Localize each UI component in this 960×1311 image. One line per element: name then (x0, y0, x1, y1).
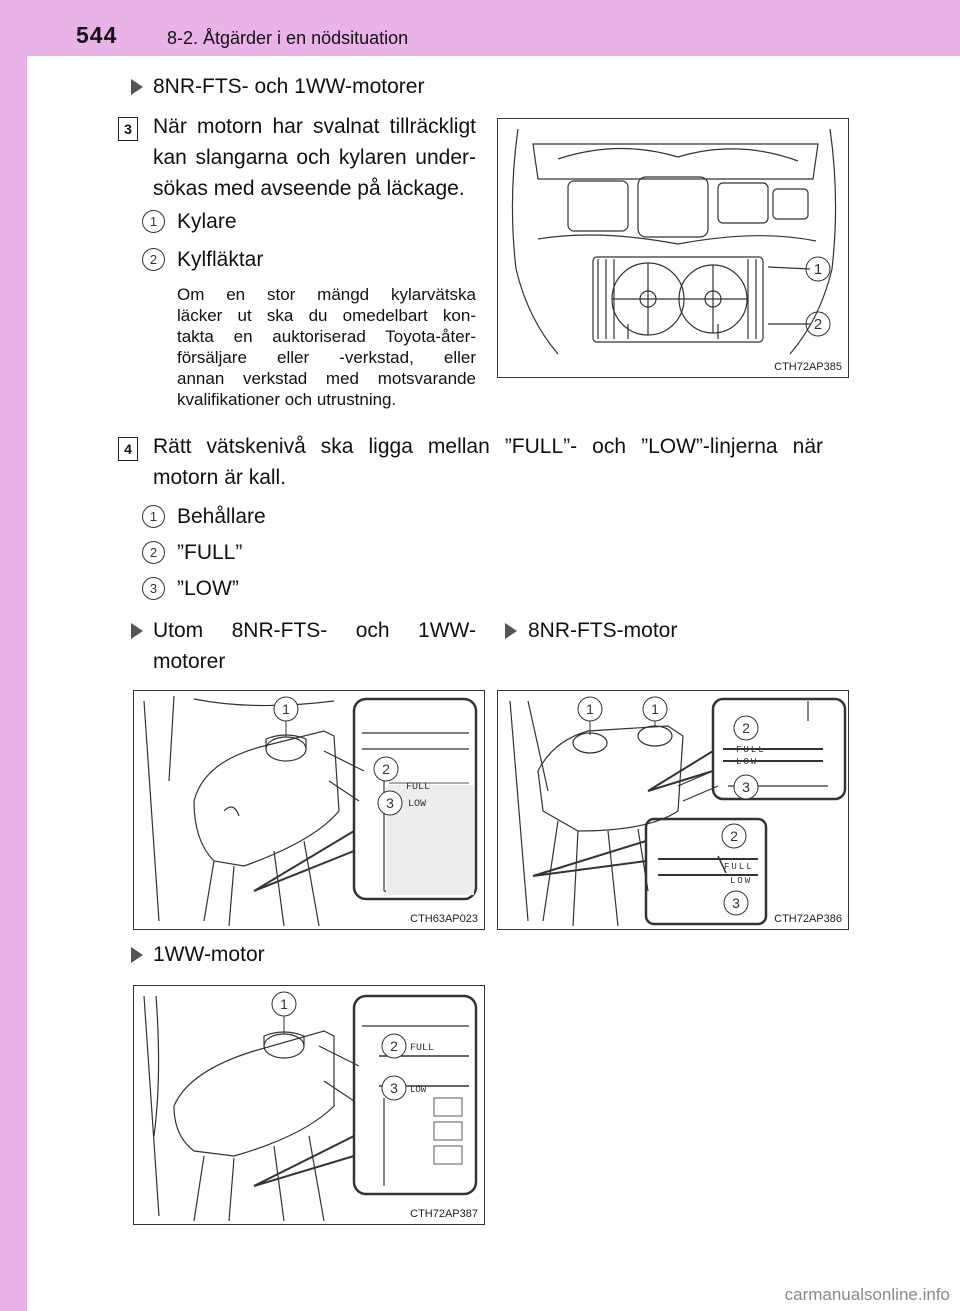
fig-callout: 1 (282, 701, 290, 717)
figure-code: CTH72AP387 (410, 1208, 478, 1220)
callout-number: 3 (142, 577, 165, 600)
watermark: carmanualsonline.info (784, 1285, 950, 1304)
variant-left-bullet-cont: motorer (153, 650, 226, 673)
section-title: 8-2. Åtgärder i en nödsituation (167, 28, 409, 48)
fig-callout: 1 (586, 701, 594, 717)
fig-callout: 2 (382, 761, 390, 777)
callout-number: 2 (142, 541, 165, 564)
reservoir-illustration: 1 2 3 FULL LOW (143, 991, 478, 1222)
variant-left-bullet: Utom 8NR-FTS- och 1WW- (153, 619, 476, 642)
engine-bay-illustration: 1 2 (511, 128, 837, 355)
bullet-arrow-icon (131, 79, 143, 95)
reservoir-illustration: 1 2 3 FULL LOW (143, 695, 478, 927)
full-mark-label: FULL (724, 862, 754, 872)
figure-code: CTH72AP385 (774, 361, 842, 373)
full-mark-label: FULL (736, 745, 766, 755)
low-mark-label: LOW (736, 757, 758, 767)
reservoir-figure-right: 1 1 2 3 2 3 FULL LOW FULL LOW CTH72AP386 (497, 690, 849, 930)
bullet-arrow-icon (131, 623, 143, 639)
full-mark-label: FULL (410, 1043, 434, 1054)
step-3-badge: 3 (118, 117, 138, 141)
intro-bullet-text: 8NR-FTS- och 1WW-motorer (153, 75, 425, 98)
reservoir-figure-left: 1 2 3 FULL LOW CTH63AP023 (133, 690, 485, 930)
fig-callout: 3 (742, 779, 750, 795)
figure-code: CTH63AP023 (410, 913, 478, 925)
item-label: Kylare (177, 210, 237, 233)
full-mark-label: FULL (406, 782, 430, 793)
header-band (27, 0, 960, 56)
low-mark-label: LOW (408, 799, 426, 810)
item-label: Kylfläktar (177, 248, 264, 271)
fig-callout: 3 (386, 795, 394, 811)
reservoir-illustration: 1 1 2 3 2 3 FULL LOW FULL LOW (509, 696, 847, 927)
step-4-badge: 4 (118, 437, 138, 461)
variant-bottom-bullet: 1WW-motor (153, 943, 265, 966)
item-label: Behållare (177, 505, 266, 528)
page-number: 544 (76, 22, 118, 48)
bullet-arrow-icon (505, 623, 517, 639)
figure-code: CTH72AP386 (774, 913, 842, 925)
low-mark-label: LOW (410, 1085, 427, 1095)
fig-callout: 2 (390, 1038, 398, 1054)
fig-callout: 1 (814, 261, 822, 278)
fig-callout: 3 (732, 895, 740, 911)
fig-callout: 1 (651, 701, 659, 717)
variant-right-bullet: 8NR-FTS-motor (528, 619, 678, 642)
engine-bay-figure: 1 2 CTH72AP385 (497, 118, 849, 378)
fig-callout: 2 (814, 316, 822, 333)
item-label: ”FULL” (177, 541, 243, 564)
low-mark-label: LOW (730, 876, 752, 886)
callout-number: 2 (142, 248, 165, 271)
reservoir-figure-bottom: 1 2 3 FULL LOW CTH72AP387 (133, 985, 485, 1225)
callout-number: 1 (142, 505, 165, 528)
bullet-arrow-icon (131, 947, 143, 963)
fig-callout: 3 (390, 1080, 398, 1096)
fig-callout: 2 (730, 828, 738, 844)
item-label: ”LOW” (177, 577, 239, 600)
fig-callout: 1 (280, 996, 288, 1012)
side-color-band (0, 0, 27, 1311)
callout-number: 1 (142, 210, 165, 233)
fig-callout: 2 (742, 720, 750, 736)
